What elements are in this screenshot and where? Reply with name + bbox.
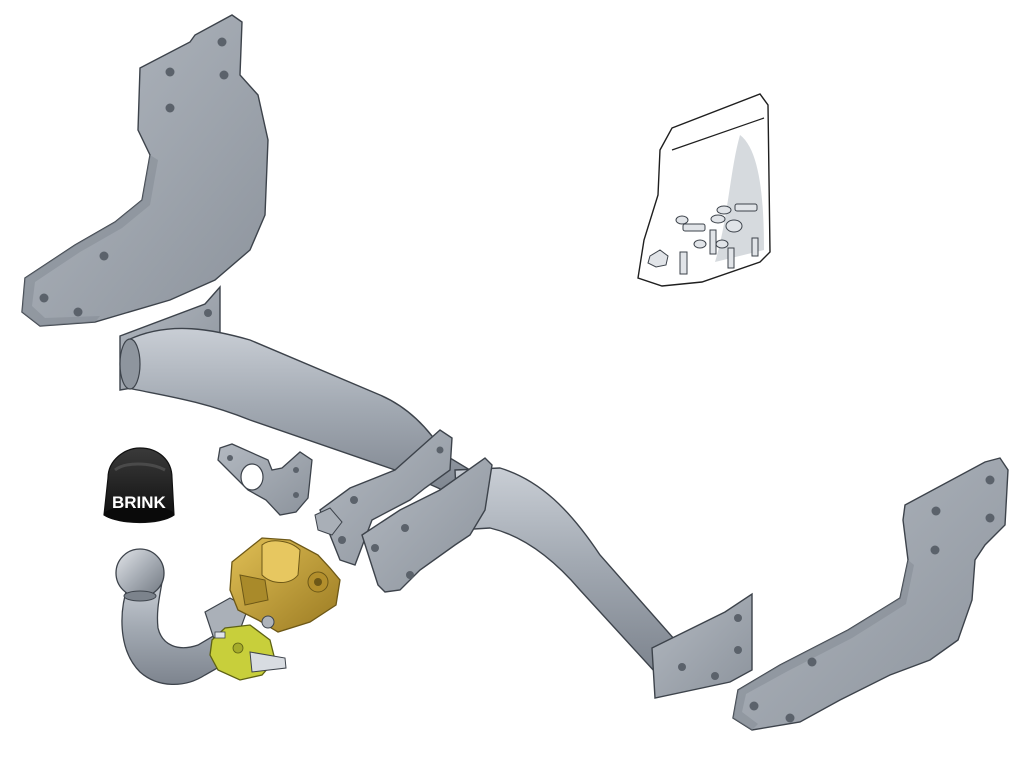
ball-mount-bracket [314, 429, 493, 593]
coupling-lock-body [229, 537, 341, 633]
socket-plate [217, 443, 313, 516]
right-side-bracket [732, 457, 1009, 731]
left-side-bracket [21, 14, 269, 327]
bolt-kit-bag [637, 93, 771, 287]
crossbar-tube [119, 285, 753, 699]
electrical-socket-module [209, 624, 287, 681]
tow-ball-cap: BRINK [103, 447, 175, 524]
cap-brand-label: BRINK [112, 493, 167, 512]
